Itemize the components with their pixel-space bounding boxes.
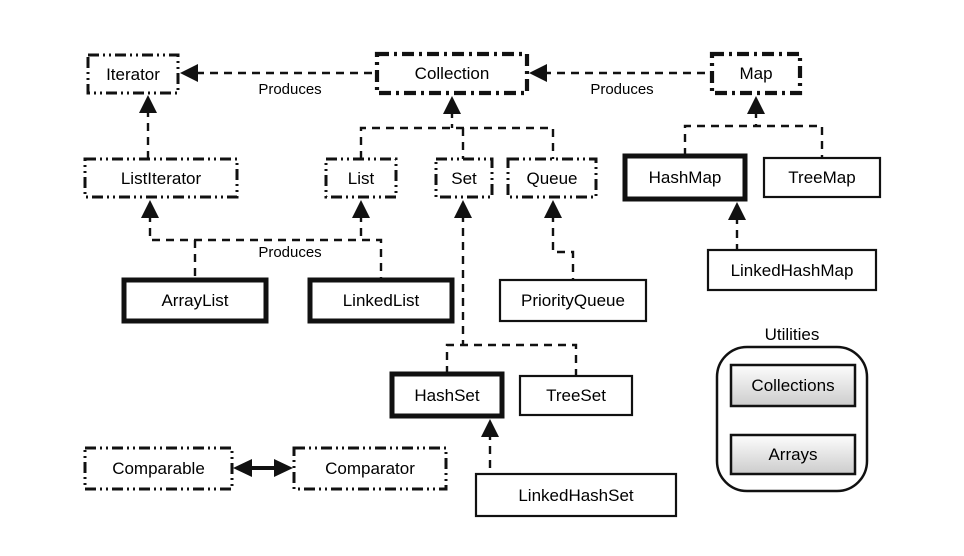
node-box-comparator xyxy=(292,446,448,491)
arrowhead-into-collection-bottom xyxy=(443,96,461,114)
arrowhead-into-comparable xyxy=(233,459,252,477)
connector-lines xyxy=(146,71,824,474)
arrowhead-into-iterator-right xyxy=(180,64,198,82)
edge-map-children xyxy=(683,124,824,158)
node-box-arraylist xyxy=(121,277,269,324)
arrowhead-into-queue-bottom xyxy=(544,200,562,218)
arrowhead-into-iterator-bottom xyxy=(139,95,157,113)
arrowhead-into-map-bottom xyxy=(747,96,765,114)
arrowhead-into-listiterator-bottom xyxy=(141,200,159,218)
node-box-treemap xyxy=(762,156,882,199)
node-box-collection xyxy=(374,51,530,96)
arrowhead-into-hashset-bottom xyxy=(481,419,499,437)
arrowheads xyxy=(139,64,765,437)
node-box-iterator xyxy=(86,53,180,95)
arrowhead-into-set-bottom xyxy=(454,200,472,218)
node-borders xyxy=(83,51,882,518)
arrowhead-into-list-bottom xyxy=(352,200,370,218)
node-box-linkedlist xyxy=(307,277,455,324)
node-box-comparable xyxy=(83,446,234,491)
node-box-list xyxy=(324,157,398,199)
edge-queue-priorityqueue xyxy=(551,214,575,280)
utilities-group xyxy=(715,345,869,493)
node-box-listiterator xyxy=(83,157,239,199)
utility-box-collections xyxy=(729,363,857,408)
edge-collection-children xyxy=(359,126,555,159)
arrowhead-into-comparator xyxy=(274,459,293,477)
edge-set-children xyxy=(445,343,578,376)
node-box-priorityqueue xyxy=(498,278,648,323)
utility-box-arrays xyxy=(729,433,857,476)
node-box-treeset xyxy=(518,374,634,417)
node-box-linkedhashset xyxy=(474,472,678,518)
node-box-hashmap xyxy=(622,153,748,202)
arrowhead-into-collection-right xyxy=(529,64,547,82)
edge-comparable-comparator xyxy=(233,459,293,477)
arrowhead-into-hashmap-bottom xyxy=(728,202,746,220)
node-box-linkedhashmap xyxy=(706,248,878,292)
edge-list-children xyxy=(148,214,383,280)
node-box-hashset xyxy=(389,371,505,419)
node-box-set xyxy=(434,157,494,199)
node-box-map xyxy=(709,51,803,96)
node-box-queue xyxy=(506,157,598,199)
